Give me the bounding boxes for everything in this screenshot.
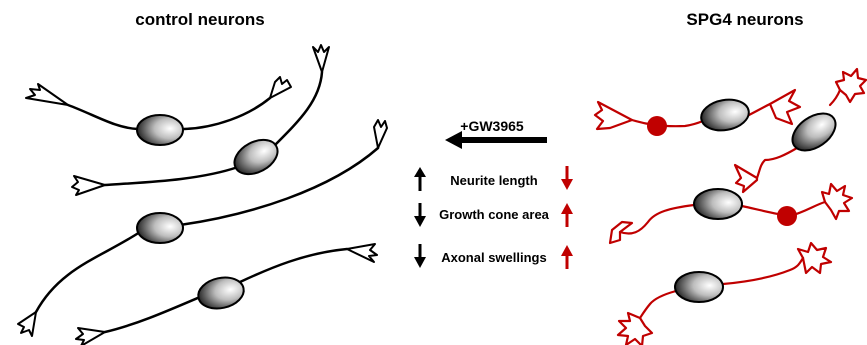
soma	[229, 133, 284, 181]
arrow-up-icon	[561, 245, 573, 269]
phenotype-label: Growth cone area	[439, 207, 550, 222]
growth-cone	[72, 176, 105, 195]
growth-cone	[347, 244, 377, 262]
spg4-neuron	[610, 184, 852, 243]
spg4-neuron	[618, 243, 831, 345]
neurite	[757, 148, 797, 178]
treatment-panel: +GW3965	[445, 118, 547, 149]
treatment-arrowhead	[445, 131, 462, 149]
phenotype-label: Axonal swellings	[441, 250, 546, 265]
soma	[137, 115, 183, 145]
soma	[699, 96, 751, 134]
growth-cone	[374, 120, 387, 148]
control-neurons-group	[18, 45, 387, 345]
neurite	[180, 148, 378, 225]
control-neuron	[72, 45, 329, 195]
axonal-swelling	[647, 116, 667, 136]
growth-cone	[76, 328, 105, 345]
control-neuron	[26, 77, 291, 145]
treatment-label: +GW3965	[460, 118, 524, 134]
arrow-down-icon	[414, 244, 426, 268]
neurite	[620, 205, 694, 234]
soma	[694, 189, 742, 219]
phenotype-row: Growth cone area	[414, 203, 573, 227]
neurite	[747, 104, 770, 116]
neurite	[830, 90, 840, 105]
neurite	[36, 232, 140, 312]
neurite	[68, 105, 138, 129]
growth-cone	[798, 243, 831, 273]
growth-cone	[836, 69, 866, 102]
spg4-neurons-group	[595, 69, 866, 345]
neurite	[640, 291, 676, 318]
neurite	[723, 258, 803, 284]
neurite	[184, 98, 270, 129]
control-neurons-title: control neurons	[135, 10, 264, 29]
neurite	[105, 167, 238, 185]
arrow-down-icon	[414, 203, 426, 227]
growth-cone	[735, 165, 757, 192]
soma	[195, 274, 246, 313]
neurite	[105, 297, 200, 332]
spg4-neurons-title: SPG4 neurons	[686, 10, 803, 29]
spg4-neuron	[735, 69, 866, 192]
neurite	[632, 120, 703, 126]
neurite	[240, 249, 347, 282]
growth-cone	[595, 102, 632, 129]
growth-cone	[26, 84, 68, 105]
soma	[675, 272, 723, 302]
soma	[137, 213, 183, 243]
phenotype-label: Neurite length	[450, 173, 537, 188]
growth-cone	[18, 312, 36, 336]
phenotype-row: Neurite length	[414, 166, 573, 191]
growth-cone	[313, 45, 329, 72]
arrow-up-icon	[414, 167, 426, 191]
growth-cone	[770, 90, 800, 124]
arrow-up-icon	[561, 203, 573, 227]
growth-cone	[270, 77, 291, 98]
spg4-neuron	[595, 90, 800, 136]
phenotype-row: Axonal swellings	[414, 244, 573, 269]
arrow-down-icon	[561, 166, 573, 190]
growth-cone	[822, 184, 852, 219]
phenotype-list: Neurite length Growth cone area	[414, 166, 573, 269]
axonal-swelling	[777, 206, 797, 226]
control-neuron	[76, 244, 377, 345]
growth-cone	[618, 313, 652, 345]
